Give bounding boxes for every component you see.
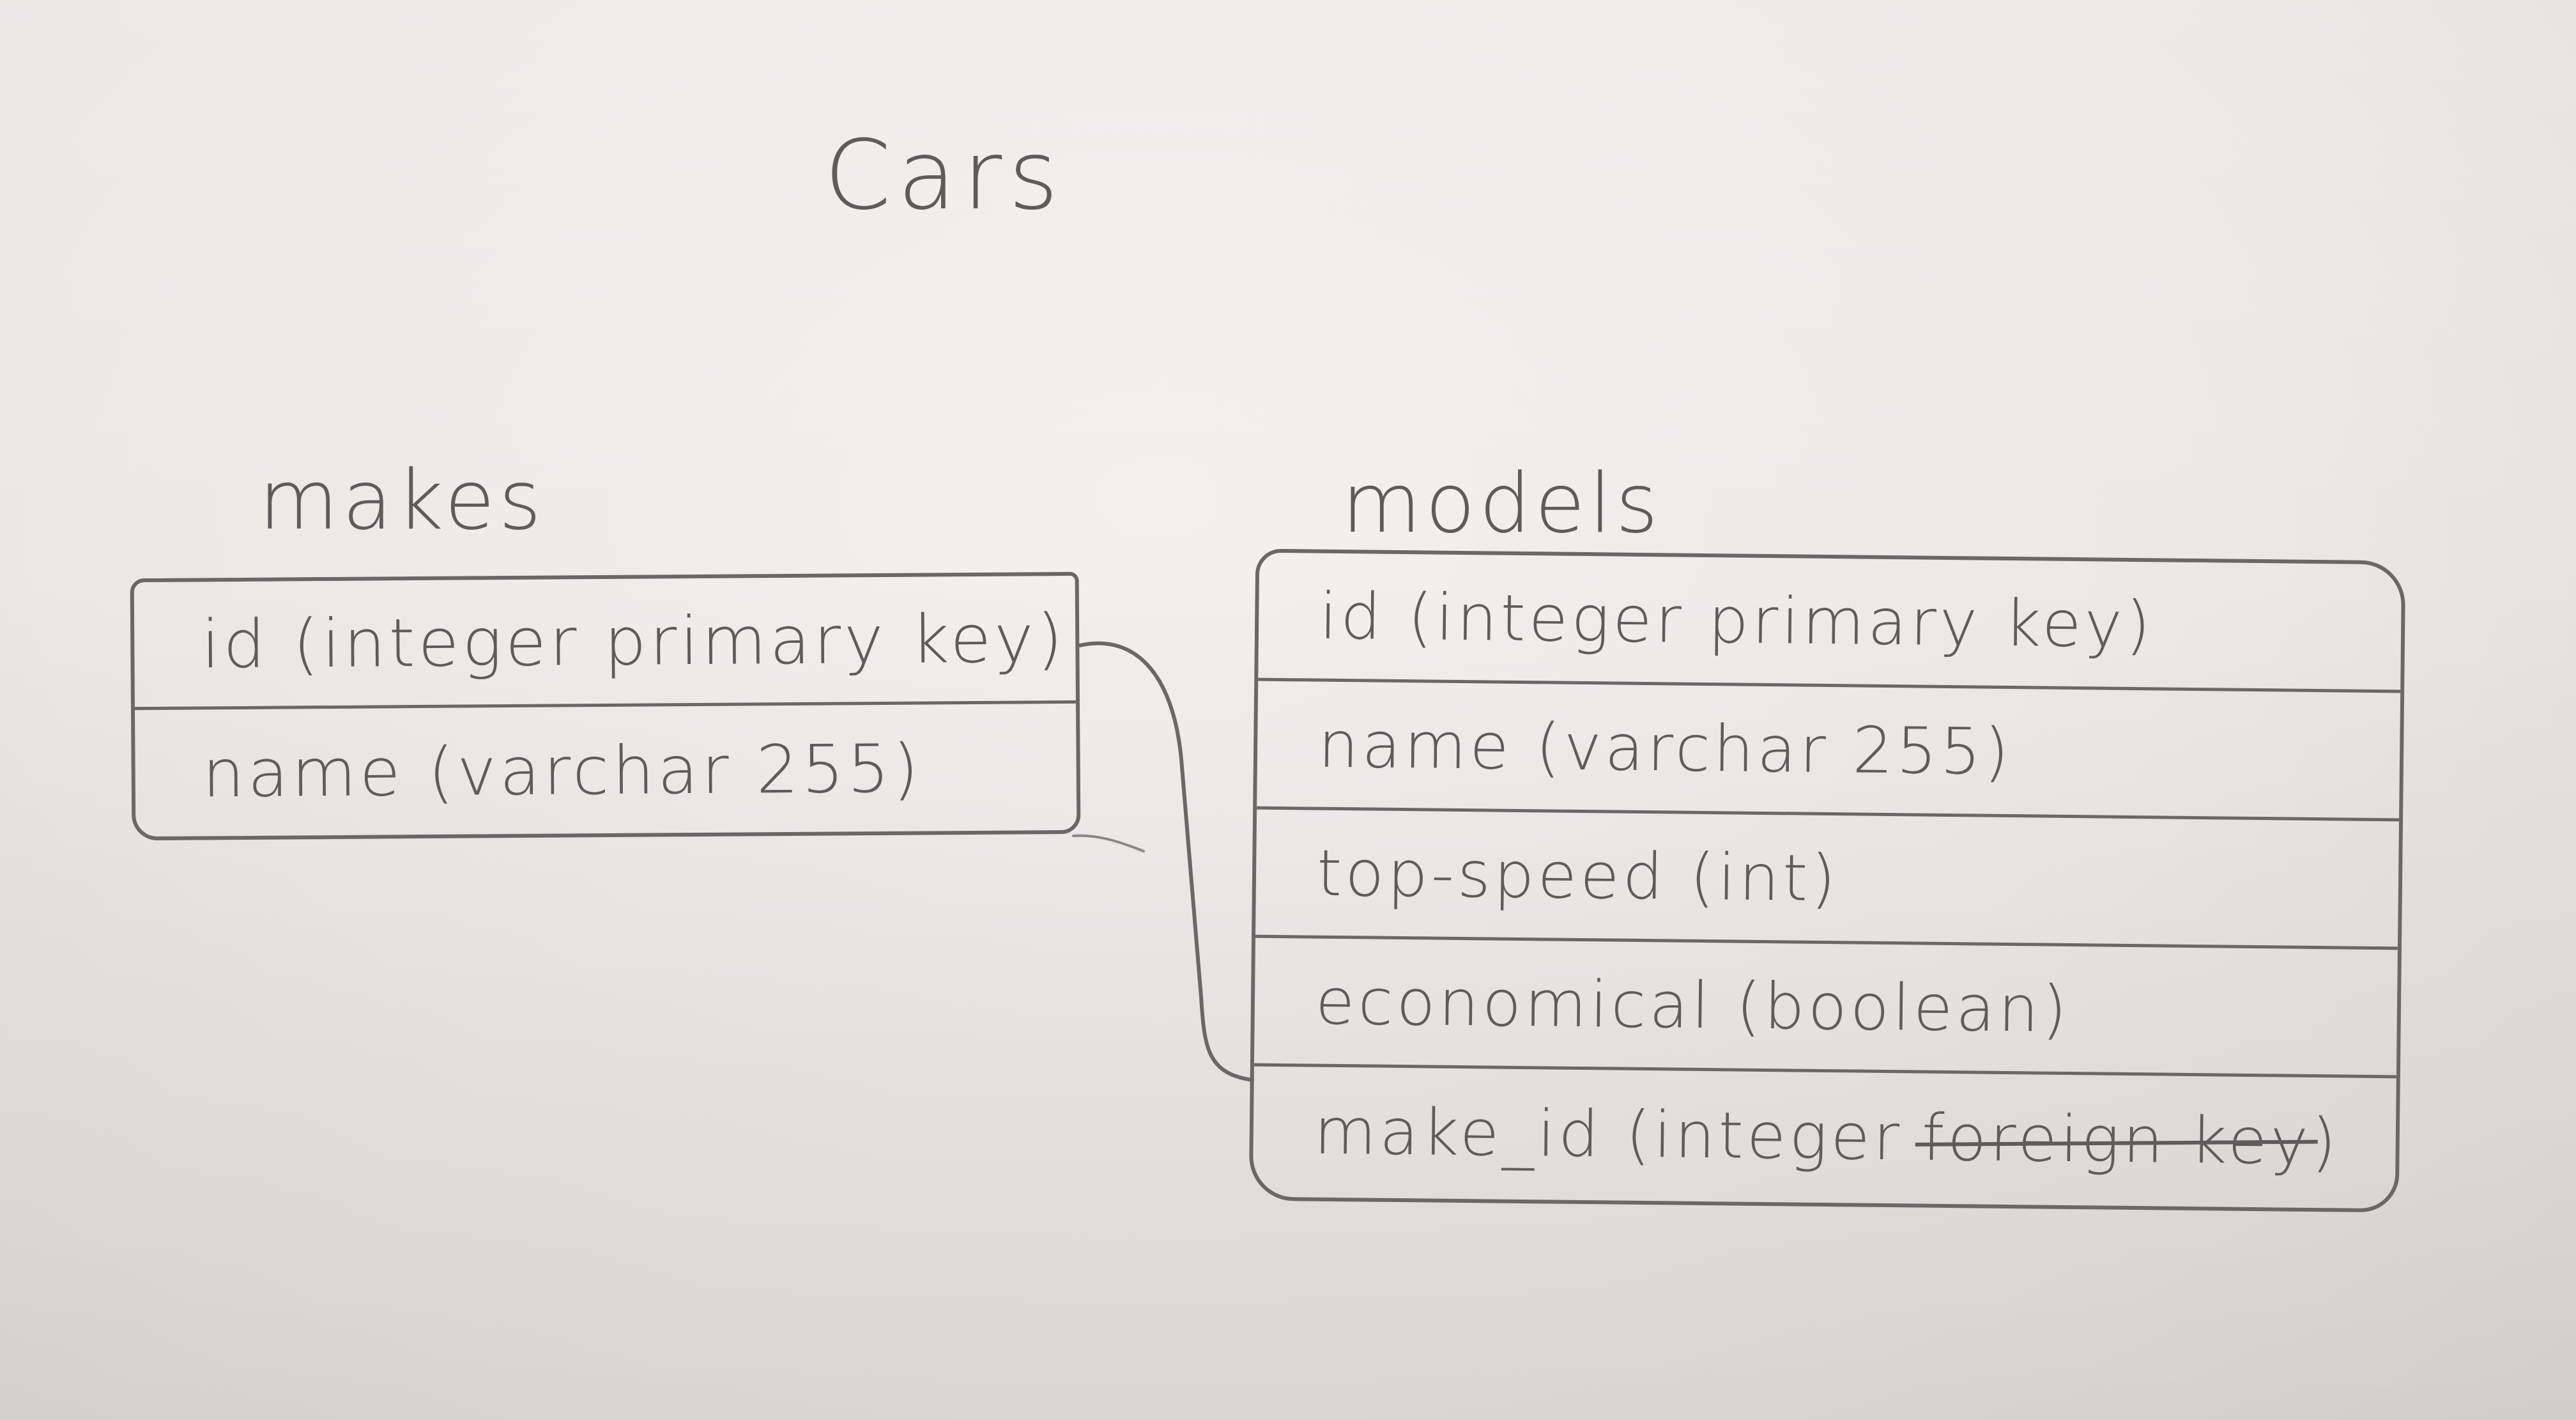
field-models-top-speed-label: top-speed (int) bbox=[1316, 835, 1839, 916]
field-models-economical: economical (boolean) bbox=[1254, 938, 2398, 1079]
makes-box-tail bbox=[1072, 834, 1145, 853]
struck-out-label: foreign key bbox=[1921, 1100, 2312, 1179]
field-models-economical-label: economical (boolean) bbox=[1315, 964, 2071, 1047]
field-models-make-id-label: make_id (integer bbox=[1314, 1093, 1903, 1175]
struck-out-text: foreign key bbox=[1921, 1100, 2312, 1179]
table-name-models: models bbox=[1342, 456, 1662, 552]
relationship-line bbox=[1078, 641, 1254, 1082]
field-makes-name-label: name (varchar 255) bbox=[202, 729, 923, 813]
field-models-id-label: id (integer primary key) bbox=[1319, 578, 2154, 662]
table-models: id (integer primary key) name (varchar 2… bbox=[1248, 548, 2406, 1213]
field-makes-id: id (integer primary key) bbox=[134, 575, 1076, 711]
table-name-makes: makes bbox=[259, 453, 546, 548]
diagram-title: Cars bbox=[824, 120, 1065, 231]
field-makes-id-label: id (integer primary key) bbox=[201, 599, 1066, 683]
field-makes-name: name (varchar 255) bbox=[135, 704, 1077, 838]
field-models-top-speed: top-speed (int) bbox=[1255, 809, 2400, 950]
field-models-make-id: make_id (integer foreign key ) bbox=[1253, 1067, 2396, 1207]
field-models-id: id (integer primary key) bbox=[1258, 552, 2402, 693]
field-models-name: name (varchar 255) bbox=[1257, 681, 2401, 822]
field-models-name-label: name (varchar 255) bbox=[1317, 707, 2012, 789]
table-makes: id (integer primary key) name (varchar 2… bbox=[130, 571, 1081, 841]
